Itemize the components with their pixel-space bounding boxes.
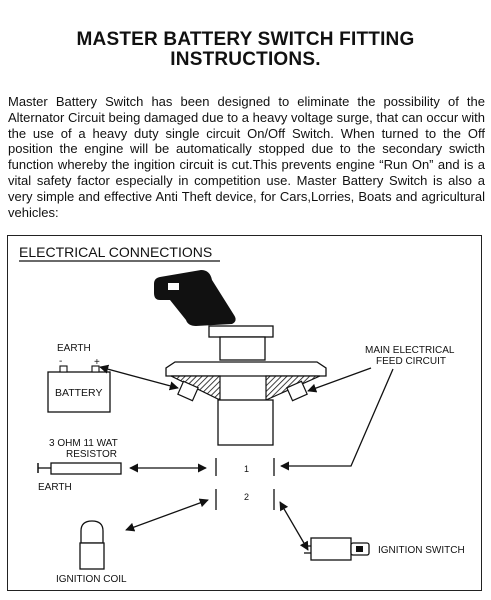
terminal-2-to-ignition-switch-arrow	[279, 501, 309, 551]
battery-to-switch-arrow	[99, 364, 179, 391]
main-feed-to-terminal-1-line	[280, 368, 394, 471]
terminal-block-1-2	[215, 458, 275, 510]
terminal-2-label: 2	[244, 492, 249, 502]
right-terminal-lug	[286, 380, 308, 402]
intro-paragraph: Master Battery Switch has been designed …	[8, 94, 485, 220]
resistor-label-line-1: 3 OHM 11 WAT	[49, 438, 118, 449]
main-feed-label-line-2: FEED CIRCUIT	[376, 356, 446, 367]
ignition-coil	[79, 542, 105, 570]
ignition-switch	[310, 537, 352, 561]
left-terminal-lug	[177, 380, 199, 402]
terminal-2-to-coil-arrow	[125, 498, 209, 532]
ignition-coil-label: IGNITION COIL	[56, 574, 127, 585]
page-title: MASTER BATTERY SWITCH FITTING INSTRUCTIO…	[0, 30, 491, 70]
wiring-diagram-svg: ELECTRICAL CONNECTIONS EARTH - + BATTERY…	[19, 244, 465, 585]
switch-key-handle	[154, 270, 236, 326]
resistor	[50, 462, 122, 475]
electrical-connections-diagram: ELECTRICAL CONNECTIONS EARTH - + BATTERY…	[7, 235, 482, 591]
earth-label-top: EARTH	[57, 343, 91, 354]
switch-shaft	[219, 336, 266, 361]
battery-negative-post	[59, 365, 68, 373]
main-feed-arrow	[307, 367, 372, 393]
ignition-switch-label: IGNITION SWITCH	[378, 545, 465, 556]
battery-plus-sign: +	[94, 357, 100, 368]
resistor-label-line-2: RESISTOR	[66, 449, 117, 460]
title-line-1: MASTER BATTERY SWITCH FITTING	[76, 29, 415, 50]
diagram-heading: ELECTRICAL CONNECTIONS	[19, 244, 212, 260]
battery-label: BATTERY	[55, 387, 102, 399]
title-line-2: INSTRUCTIONS.	[170, 49, 321, 70]
main-feed-label-line-1: MAIN ELECTRICAL	[365, 345, 455, 356]
terminal-1-label: 1	[244, 464, 249, 474]
earth-label-bottom: EARTH	[38, 482, 72, 493]
switch-body	[217, 399, 274, 446]
battery-positive-post	[91, 365, 100, 373]
ignition-key-slot	[356, 546, 363, 552]
switch-collar	[208, 325, 274, 338]
ignition-coil-cap	[80, 520, 104, 544]
battery-minus-sign: -	[59, 356, 62, 367]
switch-flange	[165, 361, 327, 377]
